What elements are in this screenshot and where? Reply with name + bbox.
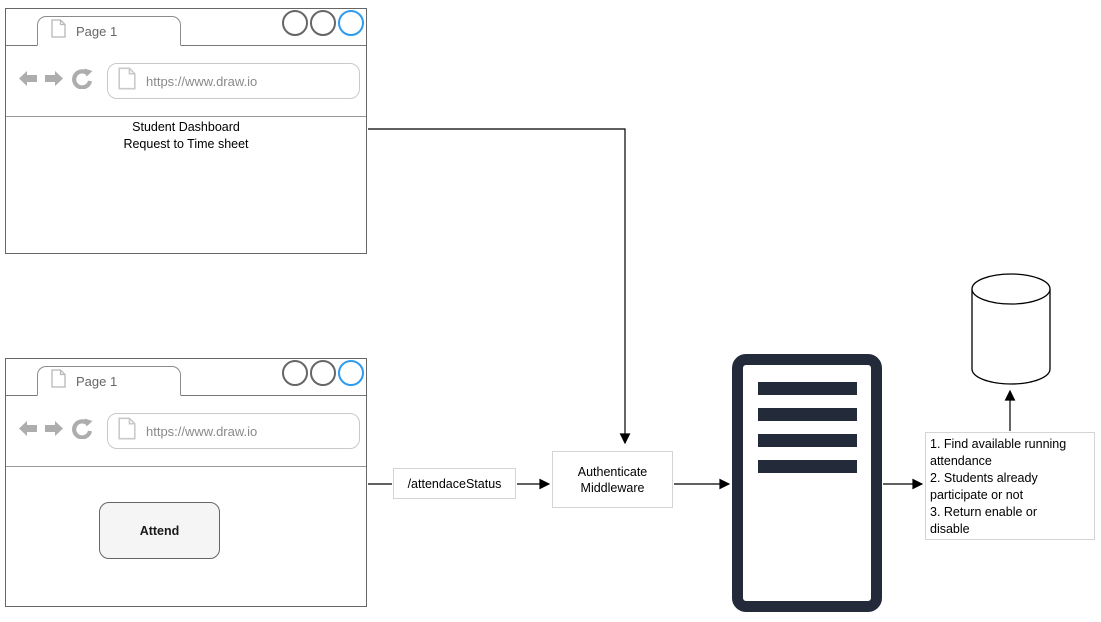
- attend-button[interactable]: Attend: [99, 502, 220, 559]
- back-icon[interactable]: [18, 70, 38, 92]
- server-bar: [757, 382, 857, 395]
- window-controls: [282, 360, 364, 386]
- tab-bar: Page 1: [6, 359, 366, 396]
- forward-icon[interactable]: [44, 70, 64, 92]
- window-control-circle-active[interactable]: [338, 360, 364, 386]
- server-bar: [757, 408, 857, 421]
- browser-navbar: https://www.draw.io: [6, 396, 366, 467]
- window-control-circle[interactable]: [310, 10, 336, 36]
- dashboard-text: Student Dashboard Request to Time sheet: [123, 120, 249, 151]
- browser-navbar: https://www.draw.io: [6, 46, 366, 117]
- page-icon: [118, 67, 136, 95]
- url-text: https://www.draw.io: [146, 73, 258, 89]
- browser-content: Attend: [6, 467, 366, 608]
- database-icon: [971, 273, 1051, 391]
- tab-page1[interactable]: Page 1: [37, 366, 181, 396]
- window-controls: [282, 10, 364, 36]
- url-bar[interactable]: https://www.draw.io: [107, 413, 360, 449]
- browser-window-dashboard: Page 1: [5, 8, 367, 254]
- server-bar: [757, 460, 857, 473]
- browser-window-attend: Page 1: [5, 358, 367, 607]
- route-box: /attendaceStatus: [393, 468, 516, 499]
- window-control-circle[interactable]: [282, 360, 308, 386]
- page-icon: [51, 369, 66, 393]
- browser-content: Student Dashboard Request to Time sheet: [6, 117, 366, 255]
- reload-icon[interactable]: [70, 418, 93, 444]
- forward-icon[interactable]: [44, 420, 64, 442]
- page-icon: [51, 19, 66, 43]
- tab-label: Page 1: [76, 23, 118, 39]
- server-bar: [757, 434, 857, 447]
- tab-label: Page 1: [76, 373, 118, 389]
- tab-bar: Page 1: [6, 9, 366, 46]
- page-icon: [118, 417, 136, 445]
- middleware-box: Authenticate Middleware: [552, 451, 673, 508]
- url-bar[interactable]: https://www.draw.io: [107, 63, 360, 99]
- server-icon: [732, 354, 882, 612]
- url-text: https://www.draw.io: [146, 423, 258, 439]
- window-control-circle[interactable]: [282, 10, 308, 36]
- window-control-circle-active[interactable]: [338, 10, 364, 36]
- result-box: 1. Find available running attendance 2. …: [925, 432, 1095, 540]
- back-icon[interactable]: [18, 420, 38, 442]
- window-control-circle[interactable]: [310, 360, 336, 386]
- tab-page1[interactable]: Page 1: [37, 16, 181, 46]
- reload-icon[interactable]: [70, 68, 93, 94]
- connector-dashboard-to-middleware: [368, 128, 631, 445]
